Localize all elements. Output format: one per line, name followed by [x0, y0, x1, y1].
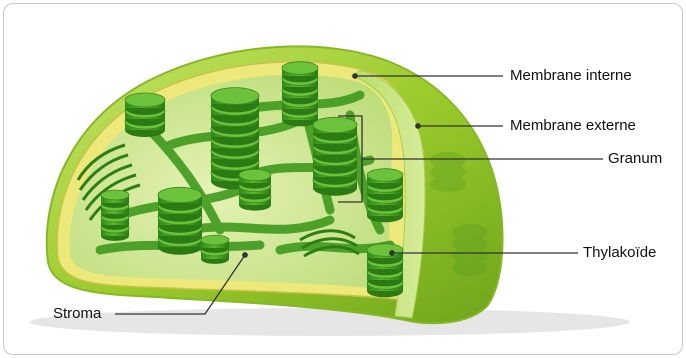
label-membrane-externe: Membrane externe	[510, 117, 636, 134]
thylakoid-disk	[125, 93, 165, 107]
granum-stack	[101, 190, 129, 241]
granum-stack	[313, 117, 357, 195]
thylakoid-disk	[313, 117, 357, 132]
shadow	[30, 308, 630, 336]
label-granum: Granum	[608, 150, 662, 167]
granum-stack	[125, 93, 165, 137]
thylakoid-disk	[201, 235, 229, 245]
granum-stack	[367, 244, 403, 298]
thylakoid-disk	[367, 169, 403, 182]
granum-stack	[239, 169, 271, 210]
label-thylakoide: Thylakoïde	[583, 244, 656, 261]
label-membrane-interne: Membrane interne	[510, 67, 632, 84]
granum-stack	[158, 187, 202, 254]
granum-stack	[367, 169, 403, 223]
thylakoid-disk	[239, 169, 271, 180]
granum-stack	[201, 235, 229, 264]
thylakoid-disk	[211, 88, 259, 105]
label-stroma: Stroma	[53, 305, 101, 322]
thylakoid-disk	[101, 190, 129, 200]
thylakoid-disk	[282, 62, 318, 75]
granum-stack	[282, 62, 318, 127]
thylakoid-disk	[367, 244, 403, 257]
thylakoid-disk	[158, 187, 202, 202]
